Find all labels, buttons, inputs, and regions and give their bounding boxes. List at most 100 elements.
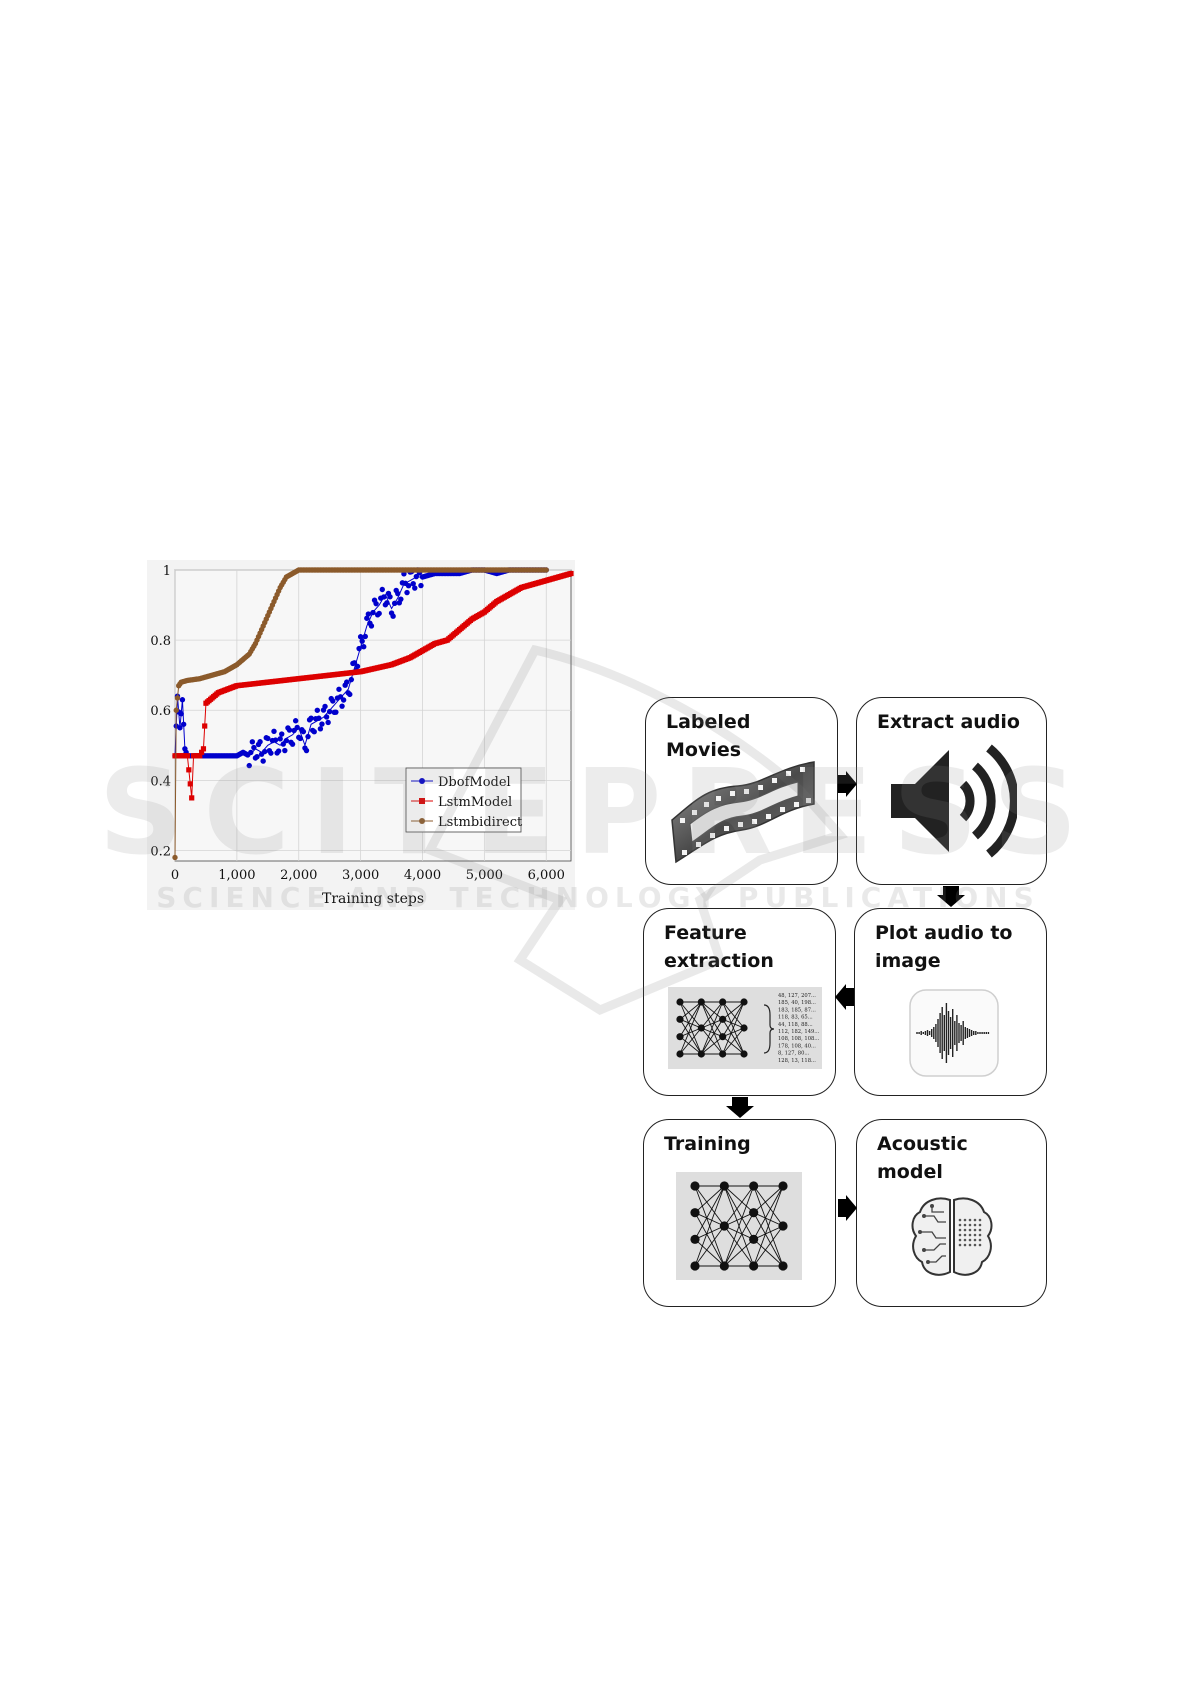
net-node: [690, 1181, 700, 1191]
net-edge: [694, 1185, 725, 1267]
net-edge: [694, 1225, 725, 1240]
point-LstmModel: [184, 753, 190, 759]
net-node: [749, 1234, 759, 1244]
x-tick-label: 2,000: [280, 868, 317, 883]
feature-value: 183, 185, 87...: [778, 1007, 816, 1013]
net-edge: [700, 1027, 724, 1055]
net-edge: [723, 1185, 755, 1240]
brain-dot: [963, 1238, 967, 1242]
legend-marker: [419, 778, 425, 784]
point-DbofModel: [365, 611, 372, 617]
speaker-icon: [891, 744, 1017, 858]
net-node: [719, 1181, 729, 1191]
point-Lstmbidirect: [174, 695, 181, 701]
point-DbofModel: [330, 698, 336, 704]
net-edge: [722, 1001, 745, 1029]
point-DbofModel: [277, 736, 283, 742]
net-edge: [694, 1185, 725, 1213]
brain-dot: [978, 1243, 982, 1247]
box-plot-audio: Plot audio to image: [854, 908, 1047, 1096]
point-DbofModel: [319, 721, 325, 727]
point-DbofModel: [395, 590, 401, 597]
brain-dot: [963, 1243, 967, 1247]
net-node: [697, 1050, 705, 1058]
net-edge: [701, 1027, 723, 1038]
point-DbofModel: [410, 580, 416, 587]
point-DbofModel: [279, 731, 285, 737]
brain-dot: [968, 1223, 972, 1227]
waveform-icon: [909, 989, 999, 1077]
net-edge: [700, 1019, 724, 1055]
brain-dot: [958, 1223, 962, 1227]
point-DbofModel: [292, 718, 299, 724]
point-DbofModel: [177, 725, 183, 731]
point-DbofModel: [268, 750, 274, 756]
feature-value: 178, 108, 40...: [778, 1043, 816, 1049]
box-title-feature-extraction: Feature extraction: [664, 922, 774, 972]
point-DbofModel: [303, 747, 310, 754]
point-LstmModel: [199, 749, 205, 755]
point-DbofModel: [373, 600, 379, 607]
brain-dot: [963, 1223, 967, 1227]
brain-dot: [973, 1218, 977, 1222]
brain-dot: [978, 1218, 982, 1222]
point-DbofModel: [297, 735, 303, 742]
arrow-right-2: [838, 1195, 857, 1221]
net-edge: [724, 1212, 754, 1227]
arrow-down-2: [726, 1097, 754, 1118]
legend-label: DbofModel: [438, 775, 511, 790]
net-edge: [753, 1212, 784, 1267]
brain-dot: [968, 1243, 972, 1247]
brain-dot: [973, 1243, 977, 1247]
brain-dot: [958, 1243, 962, 1247]
net-edge: [753, 1185, 784, 1267]
feature-value: 44, 118, 88...: [778, 1022, 813, 1028]
net-edge: [679, 1027, 702, 1038]
net-node: [719, 1015, 727, 1023]
net-edge: [679, 1001, 702, 1055]
net-edge: [723, 1225, 755, 1267]
net-edge: [753, 1225, 784, 1267]
net-edge: [679, 1036, 702, 1055]
net-node: [690, 1261, 700, 1271]
net-edge: [724, 1239, 754, 1267]
point-DbofModel: [249, 739, 256, 745]
net-node: [676, 998, 684, 1006]
net-edge: [679, 1027, 702, 1055]
brain-dot: [963, 1233, 967, 1237]
point-DbofModel: [413, 573, 420, 580]
net-edge: [723, 1212, 755, 1267]
point-DbofModel: [316, 715, 322, 721]
point-DbofModel: [336, 686, 342, 692]
brain-dot: [958, 1228, 962, 1232]
point-DbofModel: [271, 728, 277, 734]
brain-dot: [968, 1228, 972, 1232]
point-DbofModel: [300, 728, 307, 735]
feature-value: 185, 40, 198...: [778, 1000, 816, 1006]
net-edge: [701, 1036, 723, 1055]
net-node: [719, 1050, 727, 1058]
point-DbofModel: [370, 609, 376, 616]
brain-dot: [973, 1233, 977, 1237]
brain-dot: [973, 1223, 977, 1227]
point-DbofModel: [322, 703, 328, 710]
brain-dot: [978, 1223, 982, 1227]
legend-label: Lstmbidirect: [438, 815, 523, 830]
net-node: [676, 1033, 684, 1041]
feature-value: 128, 13, 118...: [778, 1058, 816, 1064]
brain-dot: [968, 1218, 972, 1222]
x-tick-label: 4,000: [404, 868, 441, 883]
box-title-acoustic-model: Acoustic model: [877, 1133, 968, 1183]
point-LstmModel: [189, 795, 195, 801]
net-edge: [724, 1225, 754, 1240]
point-DbofModel: [308, 715, 314, 721]
net-node: [778, 1221, 788, 1231]
point-LstmModel: [186, 767, 192, 773]
net-node: [749, 1261, 759, 1271]
brain-dot: [968, 1238, 972, 1242]
net-edge: [679, 1019, 702, 1055]
point-DbofModel: [381, 594, 387, 600]
net-node: [719, 1221, 729, 1231]
brain-dot: [958, 1238, 962, 1242]
arrow-left-1: [835, 984, 854, 1010]
